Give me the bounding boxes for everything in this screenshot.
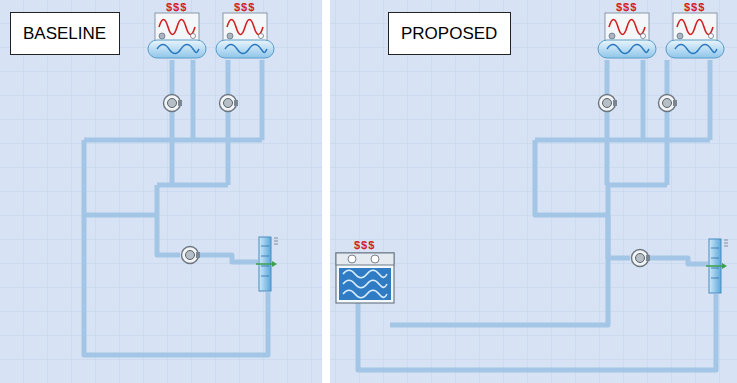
proposed-panel: [330, 0, 737, 383]
cost-label: $$$: [616, 2, 637, 13]
equipment: [148, 13, 727, 303]
proposed-pipes: [358, 60, 716, 370]
title-box: PROPOSED: [388, 12, 511, 55]
cost-label: $$$: [234, 2, 255, 13]
baseline-panel: [0, 0, 322, 383]
coil-vents: [274, 238, 728, 246]
cost-label: $$$: [684, 2, 705, 13]
title-box: BASELINE: [10, 12, 120, 55]
cost-label: $$$: [354, 240, 375, 251]
cost-label: $$$: [166, 2, 187, 13]
baseline-pipes: [84, 60, 268, 355]
panel-title: BASELINE: [23, 24, 106, 44]
panel-title: PROPOSED: [401, 24, 497, 44]
